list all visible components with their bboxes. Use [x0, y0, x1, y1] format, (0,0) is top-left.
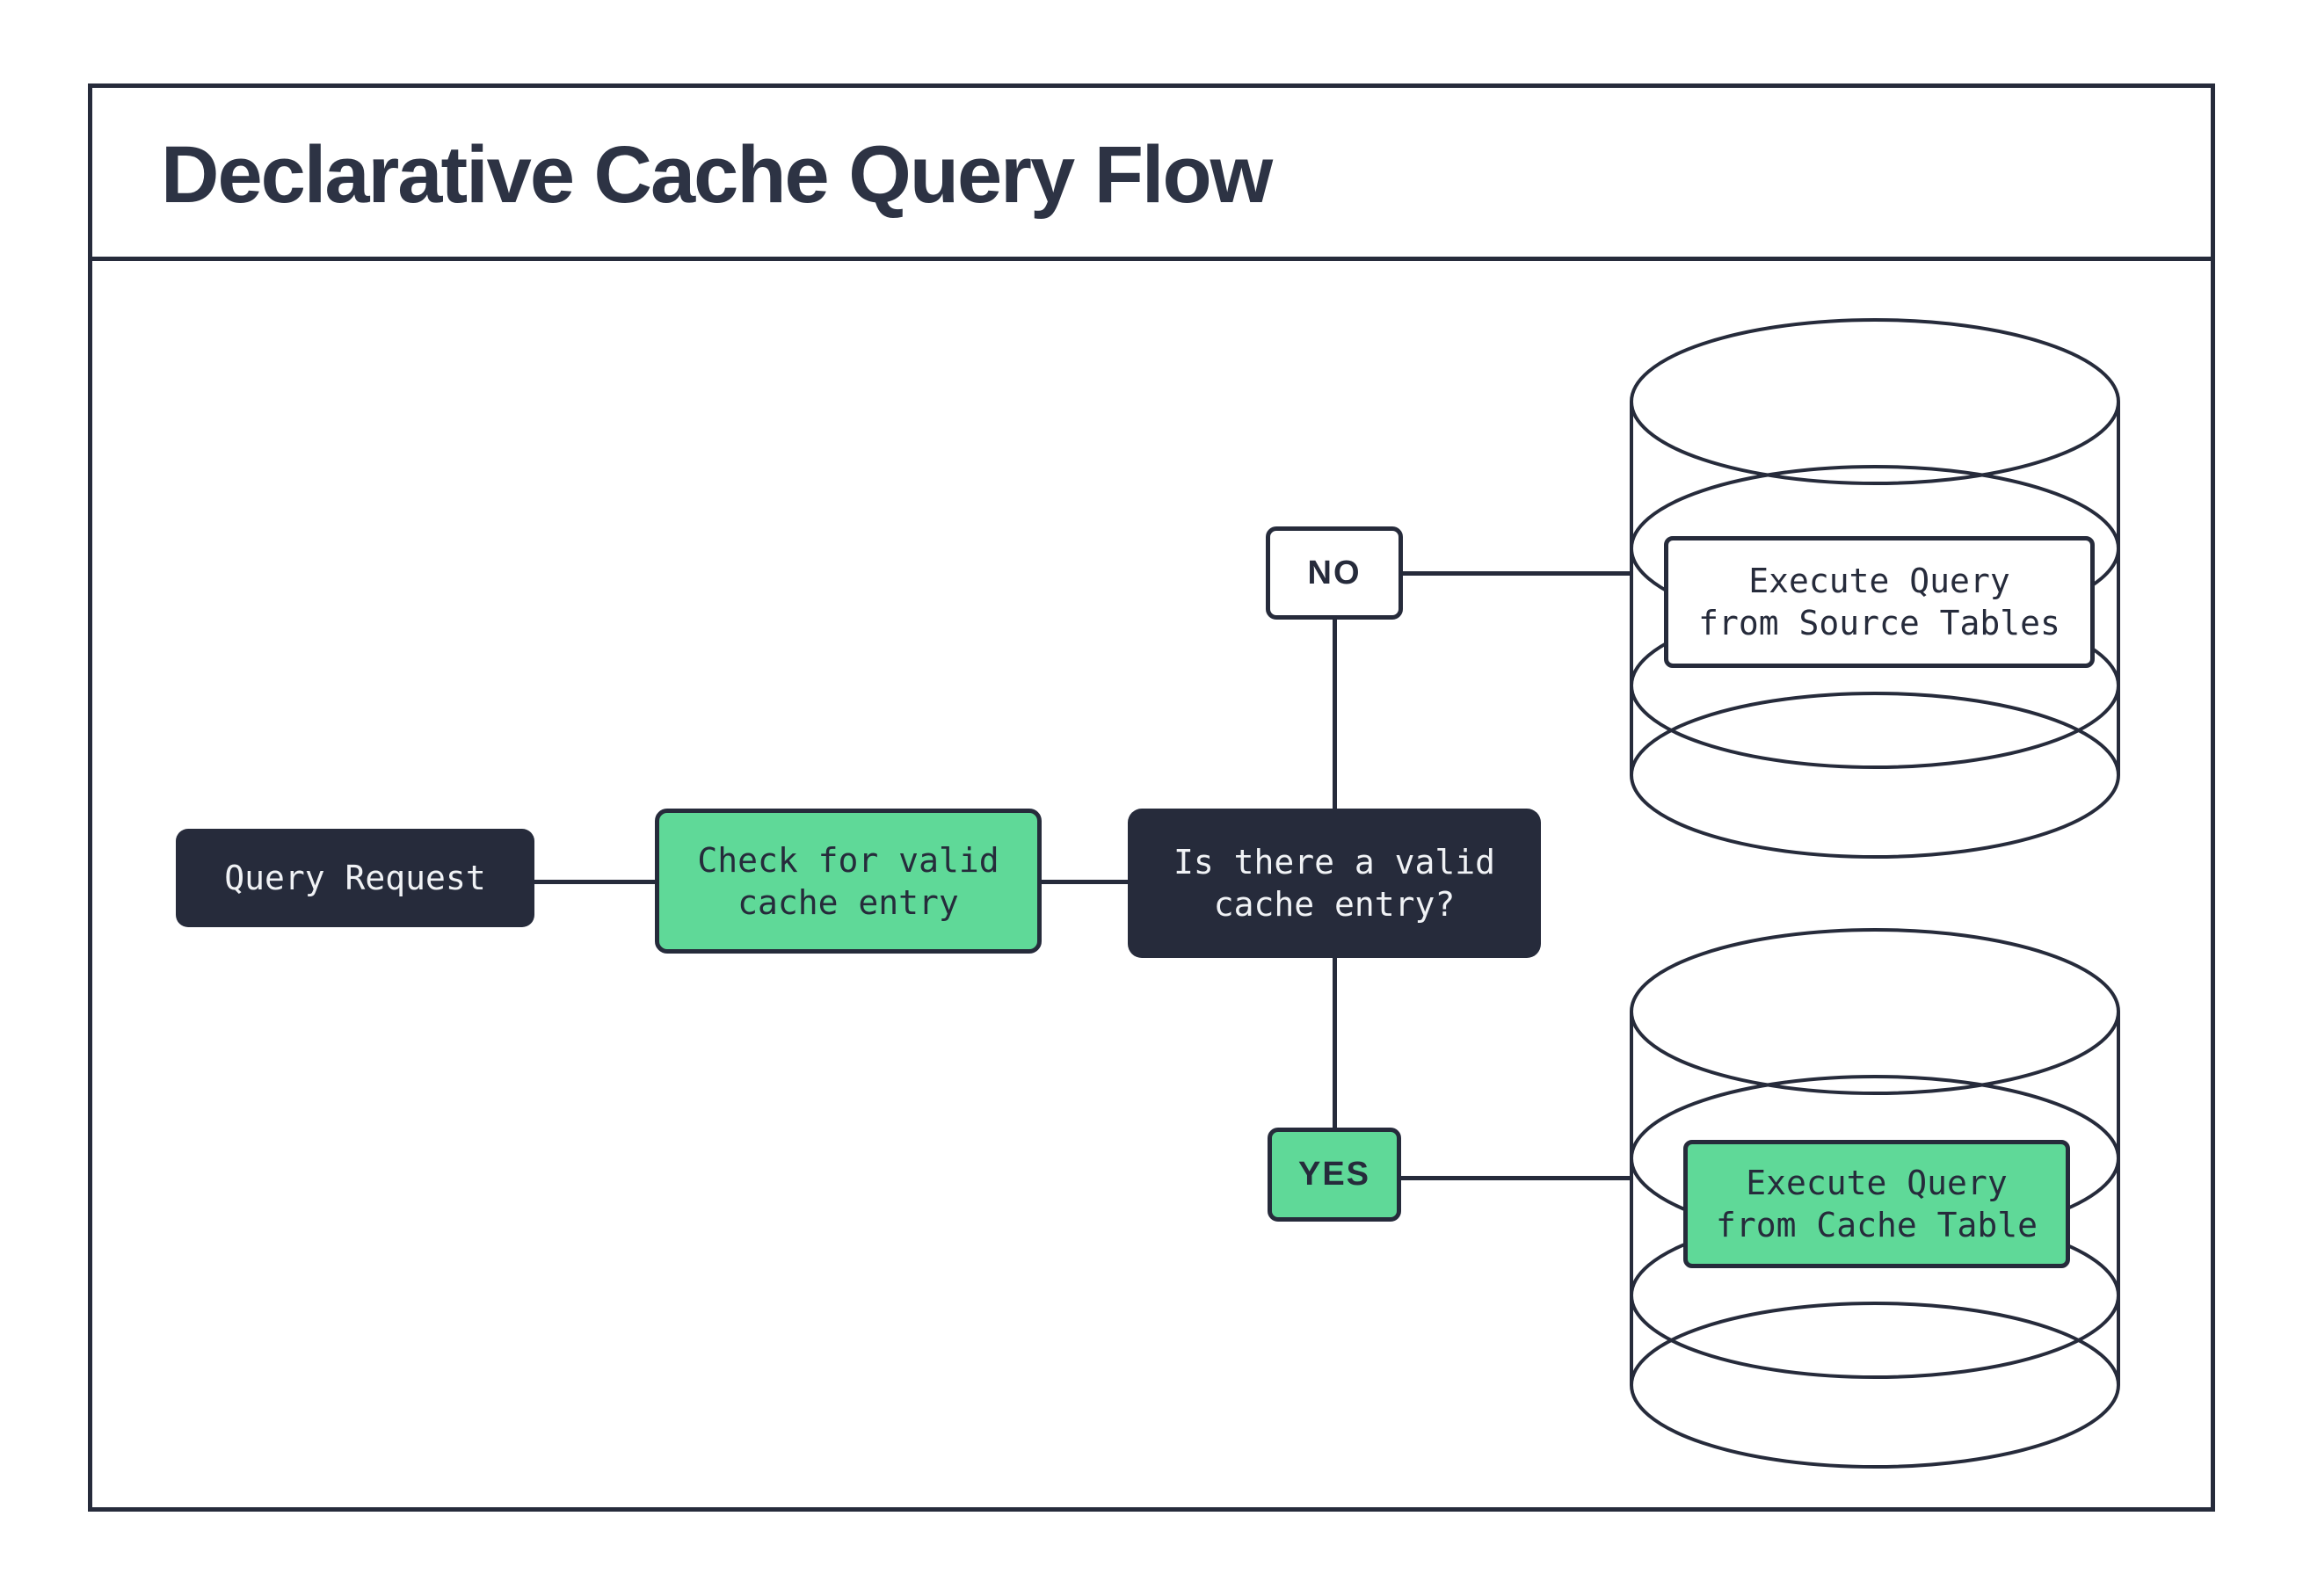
node-query-request: Query Request [176, 829, 534, 927]
node-query-request-label: Query Request [224, 859, 486, 897]
edge-label-yes-text: YES [1297, 1156, 1371, 1193]
connector-decision-to-no [1333, 620, 1337, 809]
node-execute-cache-line1: Execute Query [1746, 1164, 2008, 1202]
connector-no-to-source-db [1403, 571, 1633, 576]
connector-query-to-check [534, 880, 655, 884]
title-bar: Declarative Cache Query Flow [88, 83, 2215, 261]
node-decision: Is there a valid cache entry? [1128, 809, 1541, 958]
connector-decision-to-yes [1333, 958, 1337, 1128]
node-execute-source: Execute Query from Source Tables [1664, 536, 2095, 668]
node-execute-cache: Execute Query from Cache Table [1683, 1140, 2070, 1268]
connector-yes-to-cache-db [1401, 1176, 1631, 1180]
node-execute-source-line1: Execute Query [1748, 562, 2010, 600]
node-decision-line2: cache entry? [1213, 885, 1456, 924]
page-title: Declarative Cache Query Flow [161, 129, 1273, 220]
node-check-cache-line1: Check for valid [697, 840, 999, 880]
edge-label-no-text: NO [1307, 554, 1362, 591]
node-execute-source-line2: from Source Tables [1698, 604, 2060, 642]
node-execute-cache-line2: from Cache Table [1715, 1206, 2038, 1244]
node-decision-line1: Is there a valid [1173, 843, 1496, 881]
edge-label-yes: YES [1268, 1128, 1401, 1222]
connector-check-to-decision [1042, 880, 1128, 884]
edge-label-no: NO [1266, 526, 1403, 620]
node-check-cache-line2: cache entry [737, 882, 959, 922]
node-check-cache: Check for valid cache entry [655, 809, 1042, 954]
